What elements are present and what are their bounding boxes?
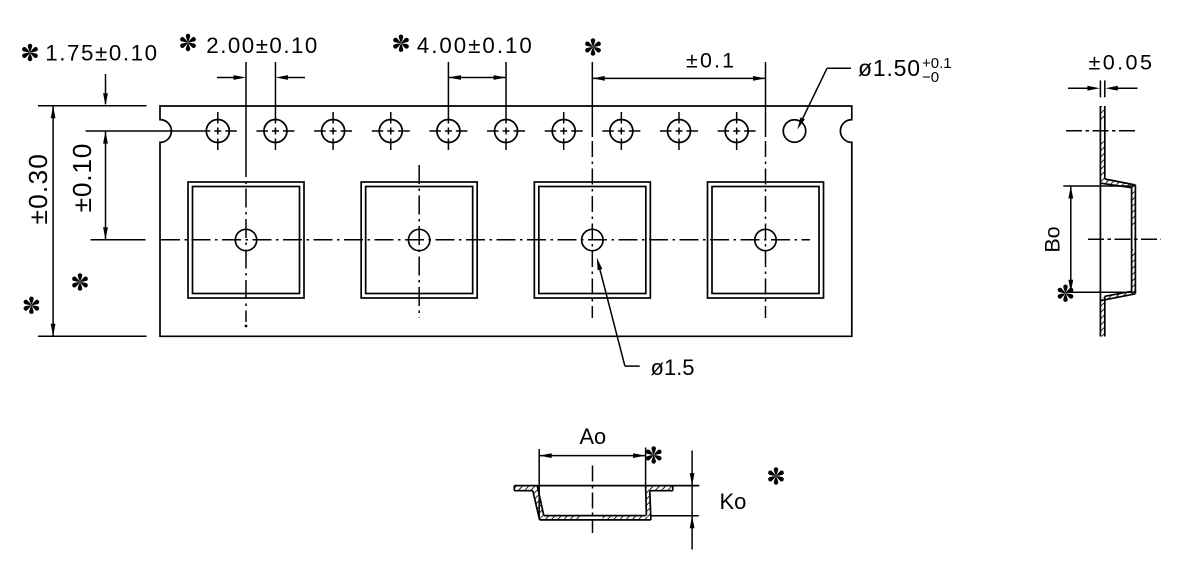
svg-text:ø1.50: ø1.50 xyxy=(858,55,921,81)
svg-text:2.00±0.10: 2.00±0.10 xyxy=(206,33,319,58)
svg-text:±0.1: ±0.1 xyxy=(686,49,736,73)
svg-text:1.75±0.10: 1.75±0.10 xyxy=(45,41,158,66)
svg-text:±0.30: ±0.30 xyxy=(23,153,53,225)
svg-text:4.00±0.10: 4.00±0.10 xyxy=(417,33,534,58)
svg-text:±0.10: ±0.10 xyxy=(67,143,97,213)
svg-text:Bo: Bo xyxy=(1041,226,1065,252)
svg-text:±0.05: ±0.05 xyxy=(1089,49,1155,74)
svg-text:Ao: Ao xyxy=(580,424,607,449)
svg-text:Ko: Ko xyxy=(720,489,747,514)
svg-text:ø1.5: ø1.5 xyxy=(651,355,695,380)
svg-text:+0.1: +0.1 xyxy=(922,55,952,72)
svg-text:−0: −0 xyxy=(922,69,939,86)
